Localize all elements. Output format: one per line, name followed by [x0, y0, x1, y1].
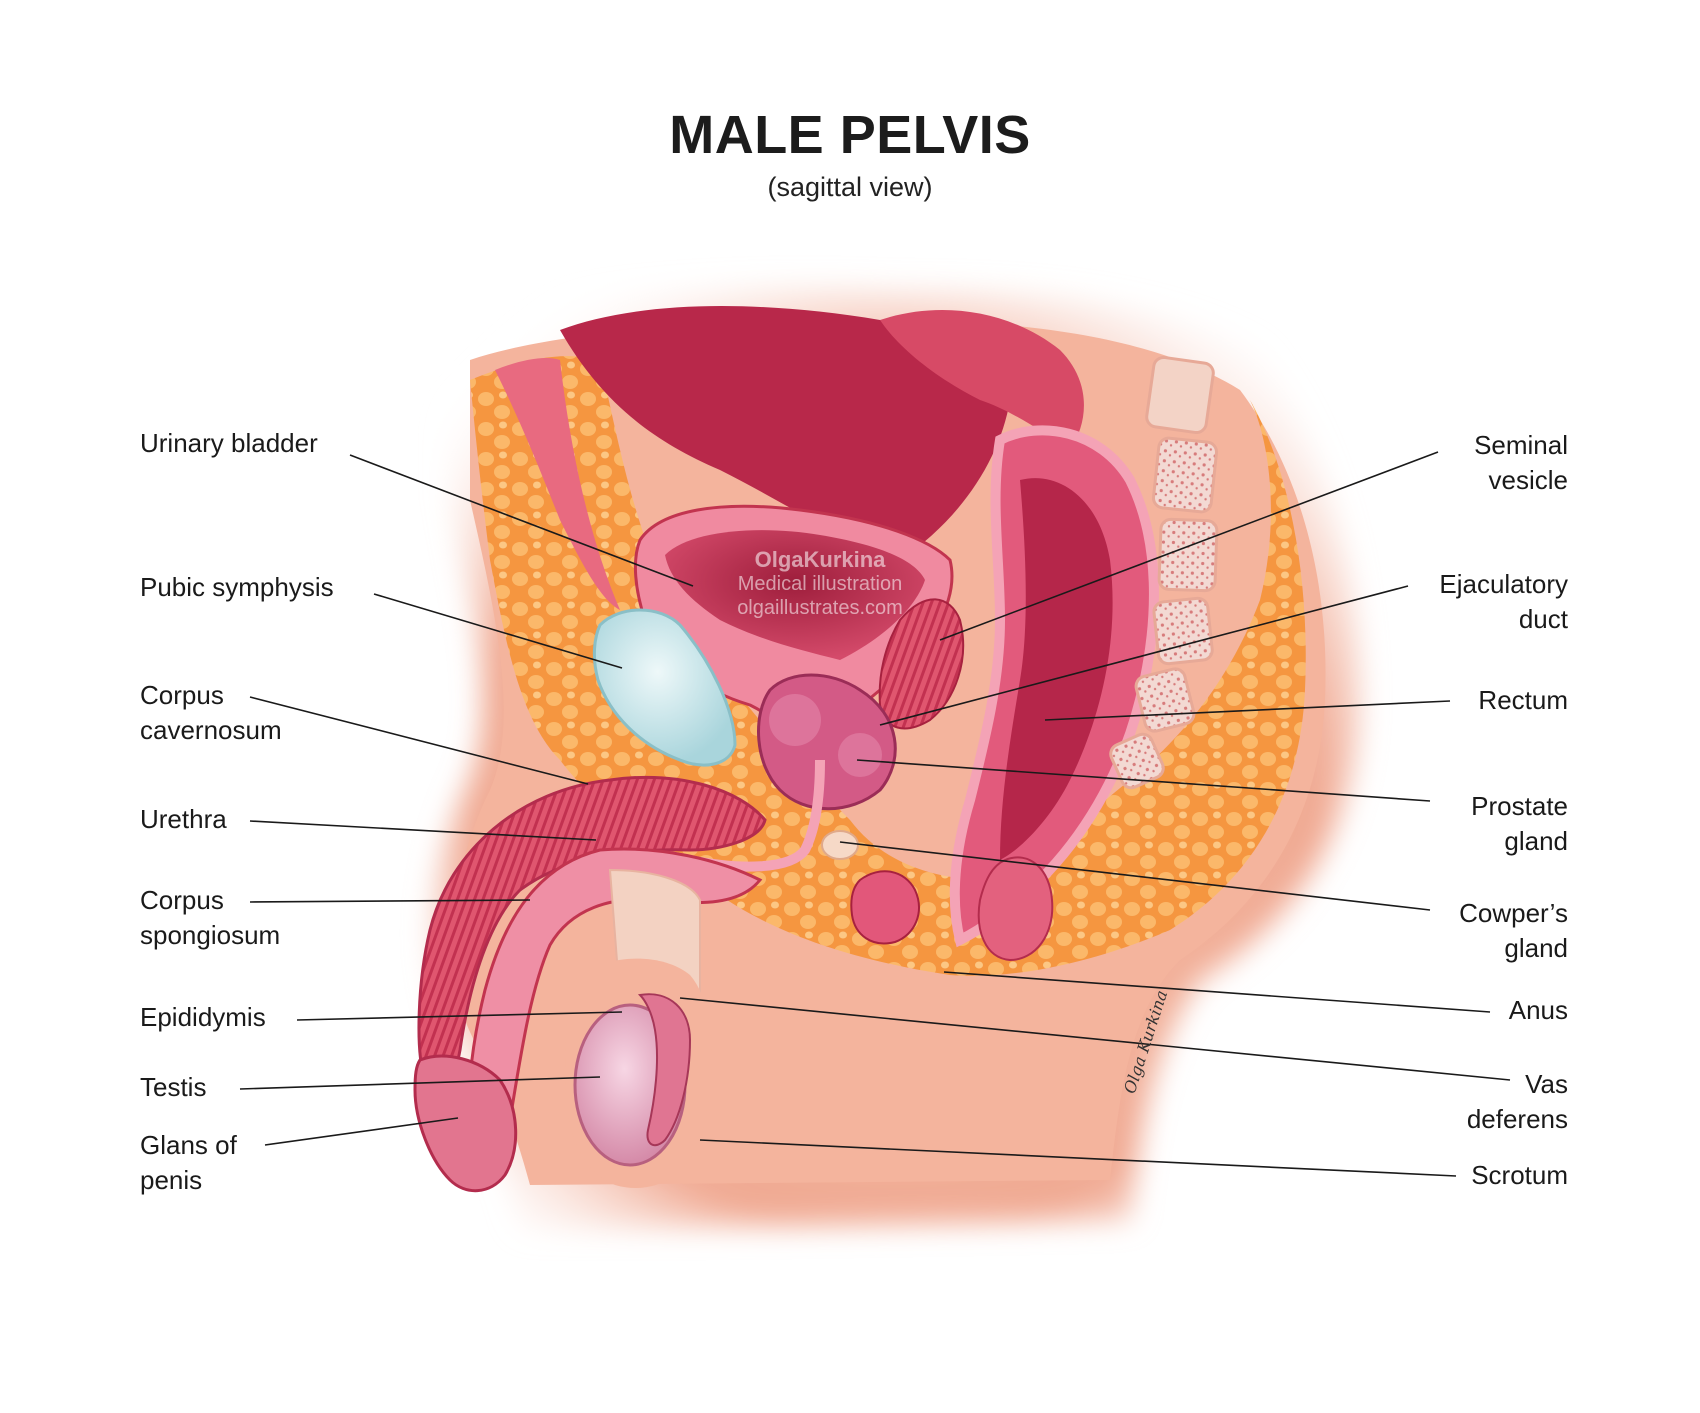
- label-text: Vas: [1525, 1069, 1568, 1099]
- leader-lines: [239, 451, 1511, 1177]
- watermark: OlgaKurkina Medical illustration olgaill…: [710, 548, 930, 620]
- epididymis-shape: [637, 993, 692, 1147]
- page-title: MALE PELVIS: [669, 105, 1031, 165]
- label-cowpers-gland: Cowper’s gland: [1459, 896, 1568, 966]
- label-scrotum: Scrotum: [1471, 1158, 1568, 1193]
- label-text: Testis: [140, 1072, 207, 1102]
- corpus-spongiosum-shape: [466, 847, 763, 1156]
- label-pubic-symphysis: Pubic symphysis: [140, 570, 334, 605]
- label-testis: Testis: [140, 1070, 206, 1105]
- label-epididymis: Epididymis: [140, 1000, 266, 1035]
- intestine: [560, 306, 1010, 560]
- label-urinary-bladder: Urinary bladder: [140, 426, 318, 461]
- label-seminal-vesicle: Seminal vesicle: [1474, 428, 1568, 498]
- label-text: Cowper’s: [1459, 898, 1568, 928]
- bulb-shape: [821, 830, 859, 860]
- label-prostate-gland: Prostate gland: [1471, 789, 1568, 859]
- label-text: Scrotum: [1471, 1160, 1568, 1190]
- watermark-name: OlgaKurkina: [754, 547, 886, 572]
- label-text: gland: [1504, 933, 1568, 963]
- label-corpus-spongiosum: Corpus spongiosum: [140, 883, 280, 953]
- label-vas-deferens: Vas deferens: [1467, 1067, 1568, 1137]
- label-text: Seminal: [1474, 430, 1568, 460]
- watermark-line2: Medical illustration: [737, 573, 903, 595]
- label-glans-of-penis: Glans of penis: [140, 1128, 237, 1198]
- label-text: Urinary bladder: [140, 428, 318, 458]
- page-subtitle: (sagittal view): [767, 172, 933, 202]
- label-text: Rectum: [1478, 685, 1568, 715]
- anal-sphincter: [977, 856, 1054, 962]
- label-text: spongiosum: [140, 920, 281, 950]
- label-text: Anus: [1508, 995, 1568, 1025]
- label-text: duct: [1518, 604, 1568, 634]
- label-text: Pubic symphysis: [140, 572, 334, 602]
- label-corpus-cavernosum: Corpus cavernosum: [140, 678, 282, 748]
- label-text: gland: [1504, 826, 1568, 856]
- label-rectum: Rectum: [1478, 683, 1568, 718]
- label-urethra: Urethra: [140, 802, 227, 837]
- label-text: cavernosum: [140, 715, 282, 745]
- watermark-line3: olgaillustrates.com: [737, 597, 903, 619]
- seminal-vesicle-shape: [878, 598, 965, 730]
- label-text: deferens: [1466, 1104, 1568, 1134]
- label-anus: Anus: [1509, 993, 1568, 1028]
- label-text: Glans of: [140, 1130, 237, 1160]
- label-text: Prostate: [1471, 791, 1568, 821]
- label-ejaculatory-duct: Ejaculatory duct: [1439, 567, 1568, 637]
- cowpers-gland-shape: [850, 870, 920, 945]
- label-text: Ejaculatory: [1439, 569, 1568, 599]
- label-text: vesicle: [1488, 465, 1568, 495]
- label-text: Corpus: [140, 885, 224, 915]
- pubic-symphysis-shape: [592, 608, 737, 767]
- label-text: Epididymis: [140, 1002, 266, 1032]
- glans-shape: [413, 1054, 518, 1193]
- label-text: Corpus: [140, 680, 224, 710]
- corpus-cavernosum-shape: [417, 775, 767, 1086]
- label-text: penis: [140, 1165, 203, 1195]
- label-text: Urethra: [140, 804, 227, 834]
